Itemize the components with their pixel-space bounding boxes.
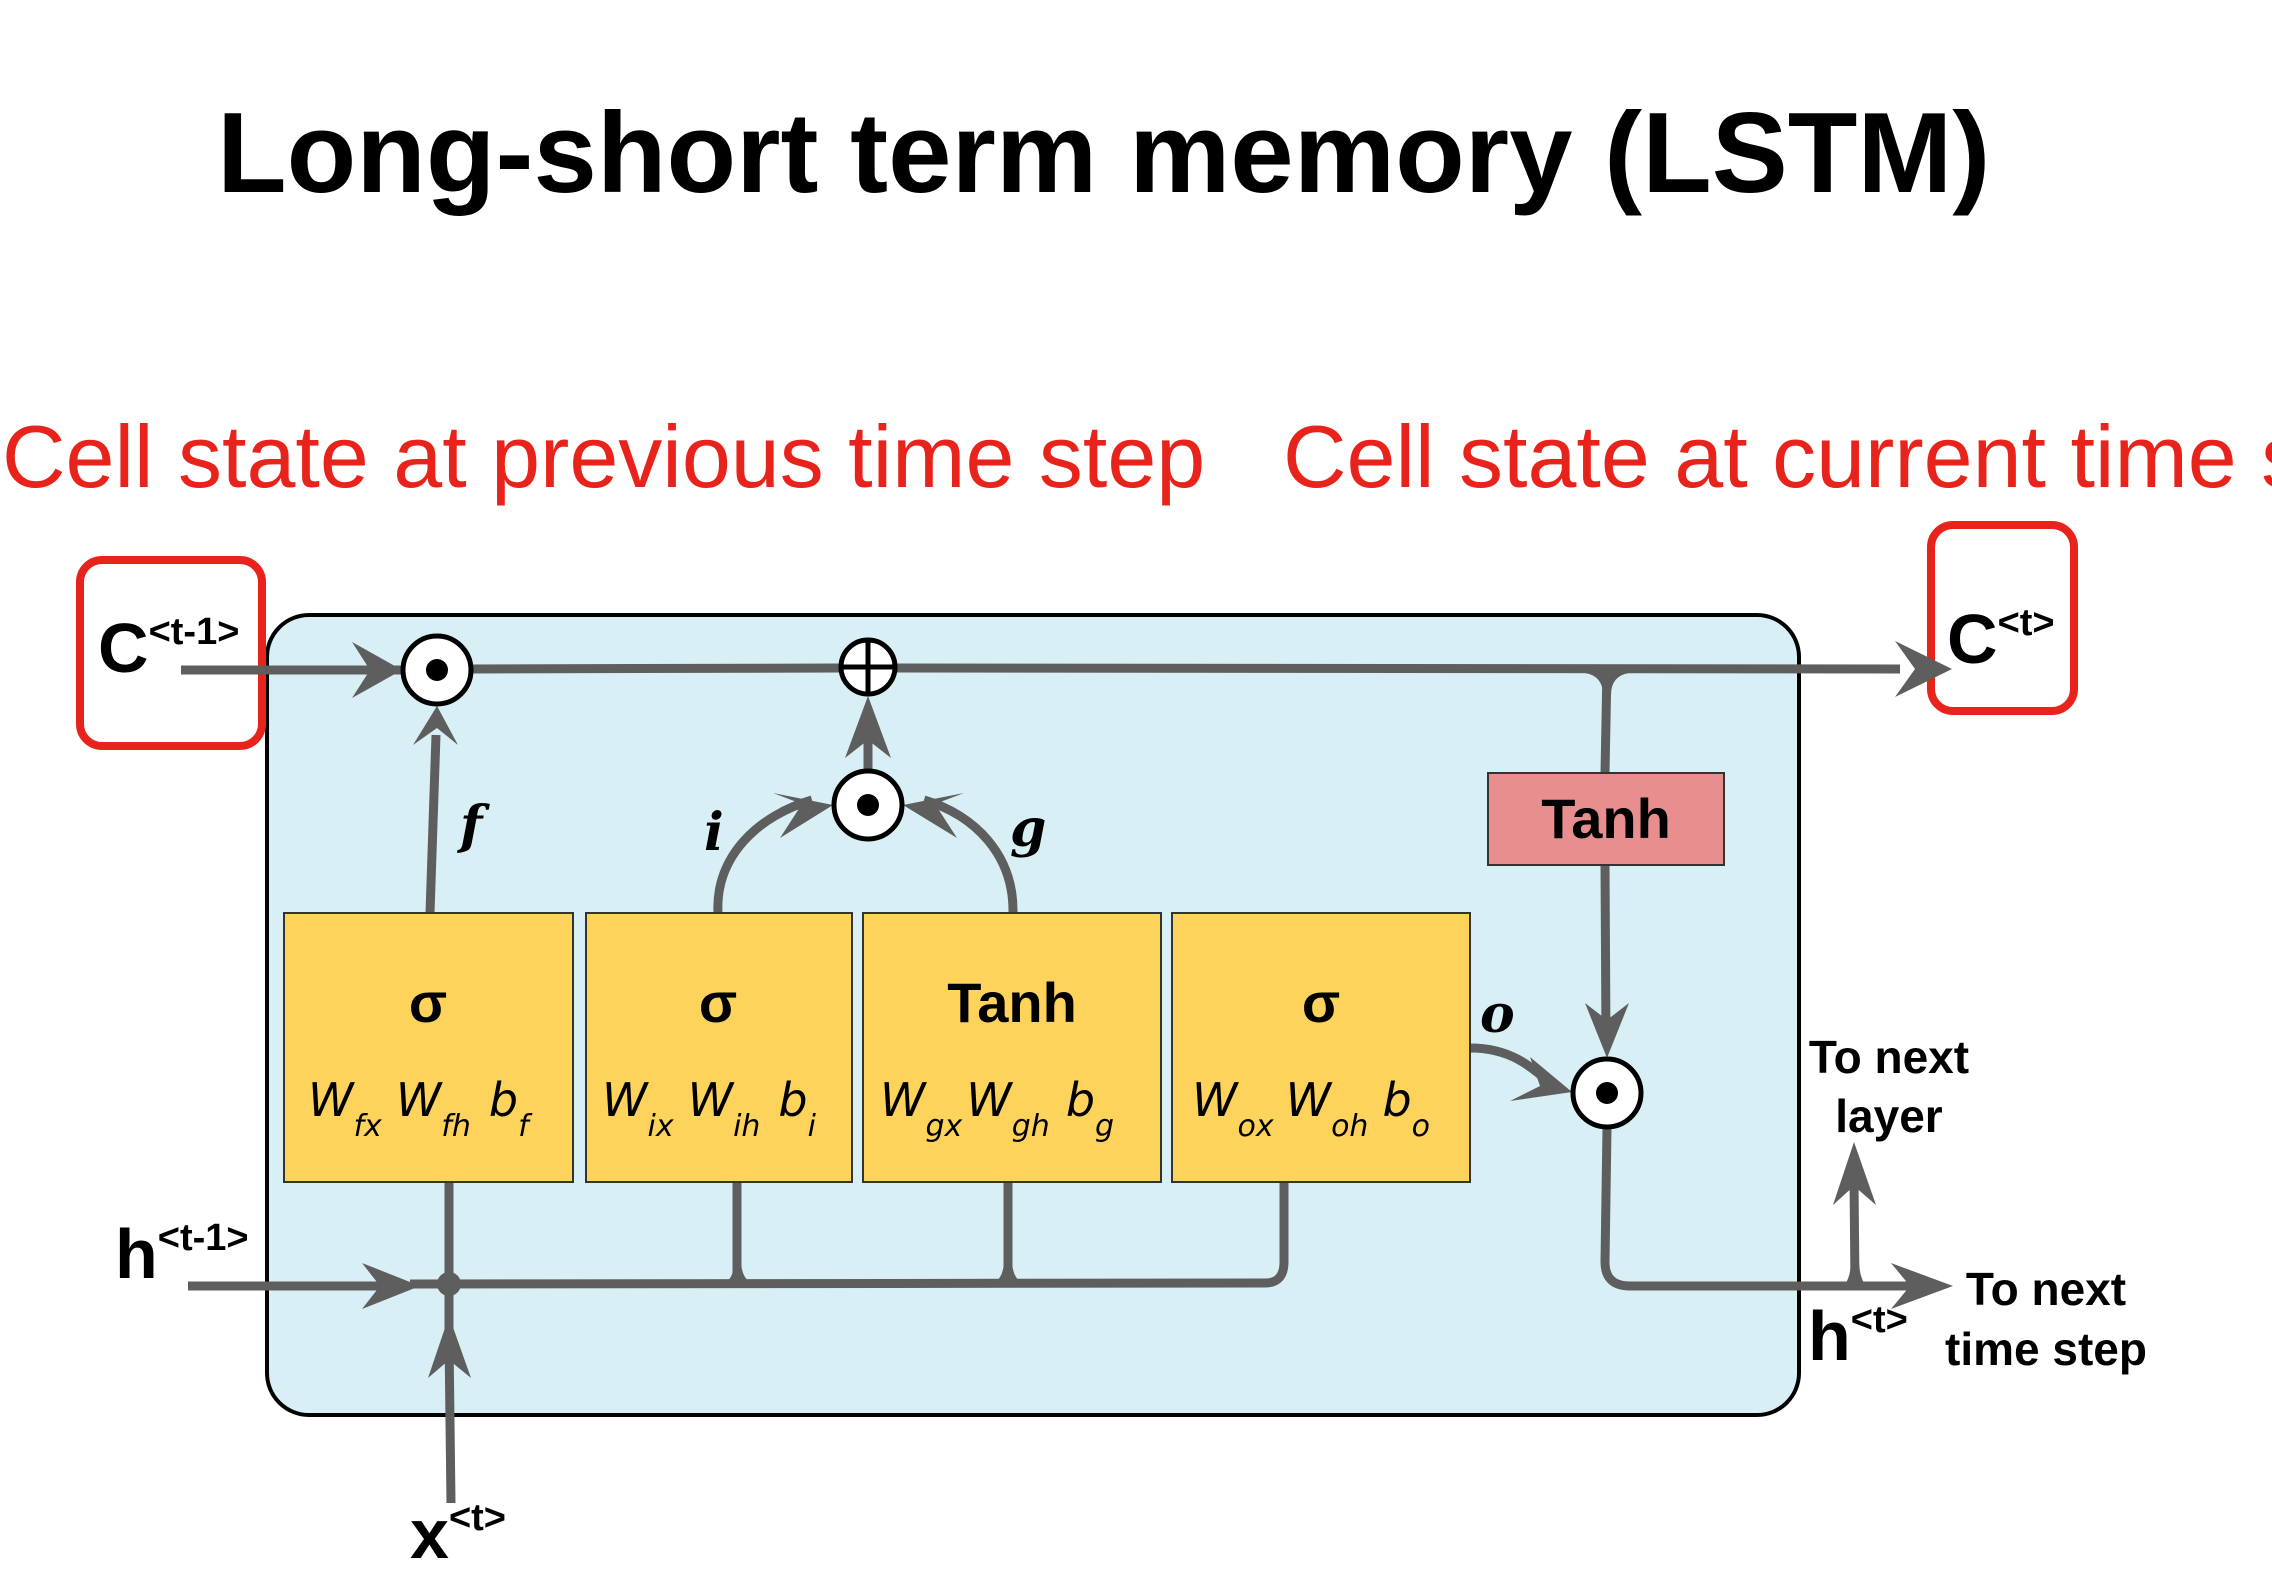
hidden-state-output-wire <box>1600 1127 1910 1291</box>
arrowhead-icon <box>352 642 402 698</box>
x-input-wire <box>444 1339 456 1504</box>
gate-activation: σ <box>1302 971 1340 1034</box>
arrowhead-icon <box>773 793 833 838</box>
output-multiply-operator <box>1570 1056 1644 1130</box>
arrowhead-icon <box>413 706 458 745</box>
annotation-previous-cell-state: Cell state at previous time step <box>2 407 1205 506</box>
arrowhead-icon <box>1510 1057 1572 1101</box>
candidate-signal-wire <box>922 795 1018 914</box>
cell-state-wire-mid <box>471 663 841 674</box>
input-signal-label: i <box>704 802 724 863</box>
to-next-layer-line1: To next <box>1809 1031 1969 1083</box>
gate-activation: σ <box>409 971 447 1034</box>
junction <box>1585 673 1629 695</box>
arrowhead-icon <box>845 696 891 758</box>
to-next-layer-line2: layer <box>1835 1090 1943 1142</box>
to-next-time-step-line2: time step <box>1945 1323 2147 1375</box>
arrowhead-icon <box>428 1316 471 1378</box>
gate-activation: Tanh <box>947 971 1077 1034</box>
c-prev-label: C<t-1> <box>98 609 239 687</box>
page-title: Long-short term memory (LSTM) <box>217 90 1990 217</box>
h-t-label: h<t> <box>1808 1297 1908 1375</box>
arrowhead-icon <box>362 1263 420 1309</box>
input-bus-wire <box>409 1182 1289 1289</box>
dot-icon <box>1596 1082 1618 1104</box>
dot-icon <box>857 794 879 816</box>
dot-icon <box>426 659 448 681</box>
gate-activation: σ <box>699 971 737 1034</box>
junction <box>437 1272 461 1296</box>
to-next-time-step-line1: To next <box>1966 1263 2126 1315</box>
cell-state-wire-out <box>895 663 1901 674</box>
input-multiply-operator <box>831 768 905 842</box>
junction <box>1838 1262 1872 1290</box>
arrowhead-icon <box>1895 641 1952 697</box>
cell-tanh-label: Tanh <box>1541 787 1671 850</box>
junction <box>993 1255 1023 1283</box>
x-t-label: x<t> <box>410 1495 506 1573</box>
forget-multiply-operator <box>400 633 474 707</box>
arrowhead-icon <box>1891 1263 1953 1309</box>
annotation-current-cell-state: Cell state at current time step <box>1283 407 2272 506</box>
previous-cell-state-highlight <box>76 556 266 750</box>
candidate-signal-label: g <box>1010 798 1046 859</box>
cell-add-operator <box>838 637 898 697</box>
current-cell-state-highlight <box>1927 521 2078 715</box>
junction <box>724 1255 752 1283</box>
arrowhead-icon <box>903 793 964 838</box>
tanh-to-output-wire <box>1600 864 1611 1041</box>
forget-signal-wire <box>425 734 441 914</box>
h-prev-label: h<t-1> <box>115 1215 249 1293</box>
output-signal-label: o <box>1480 984 1515 1045</box>
input-signal-wire <box>713 795 814 914</box>
c-t-label: C<t> <box>1947 600 2055 678</box>
arrowhead-icon <box>1833 1142 1876 1205</box>
arrowhead-icon <box>1585 1003 1629 1058</box>
cell-tanh-box: Tanh <box>1487 772 1725 866</box>
